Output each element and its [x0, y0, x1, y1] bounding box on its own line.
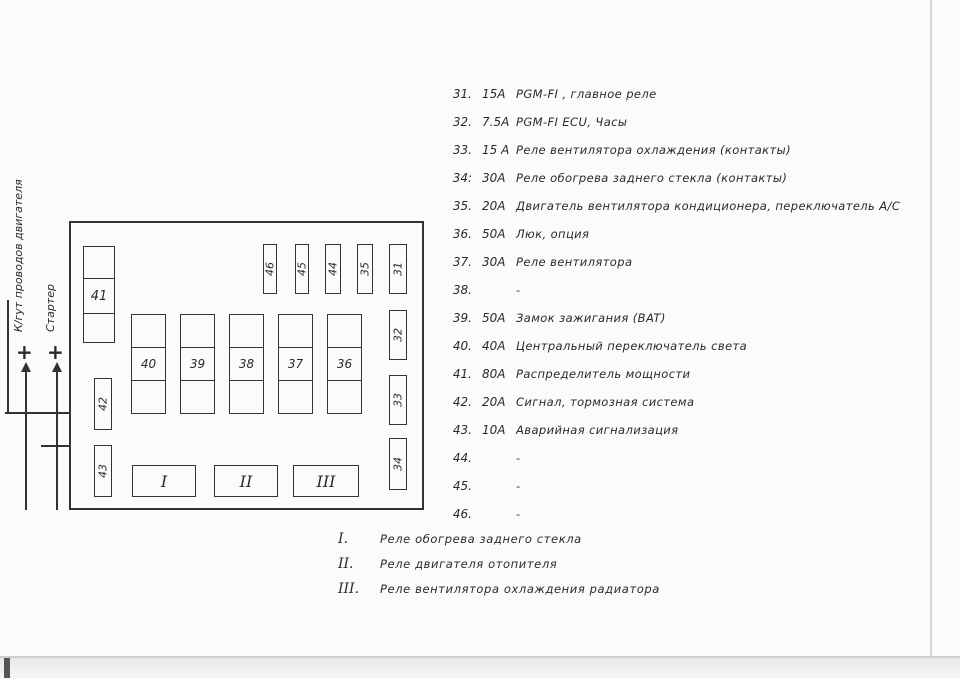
wire-harness: [5, 412, 69, 414]
relay-label: II: [239, 471, 253, 491]
paper-edge-bottom: [0, 656, 960, 658]
arrow-shaft-2: [56, 370, 58, 510]
fuse-32: 32: [389, 310, 407, 360]
engine-harness-label: К/гут проводов двигателя: [12, 179, 25, 332]
fuse-label: 45: [295, 262, 309, 276]
scan-marker: [4, 658, 10, 678]
fuse-37: 37: [278, 314, 313, 414]
relay-2: II: [214, 465, 278, 497]
fuse-label: 35: [358, 262, 372, 276]
fuse-39: 39: [180, 314, 215, 414]
fuse-label: 37: [279, 347, 312, 381]
arrow-shaft-1: [25, 370, 27, 510]
wire-starter: [41, 445, 69, 447]
fuse-46: 46: [263, 244, 277, 294]
fuse-41: 41: [83, 246, 115, 343]
fuse-label: 31: [391, 262, 405, 276]
wire-vertical: [7, 300, 9, 412]
fuse-label: 34: [391, 457, 405, 471]
fuse-label: 32: [391, 328, 405, 342]
relay-label: III: [316, 471, 336, 491]
relay-3: III: [293, 465, 359, 497]
list-item: 46.-: [452, 507, 521, 521]
plus-icon: +: [16, 340, 33, 364]
paper-edge-right: [930, 0, 932, 679]
list-item: 44.-: [452, 451, 521, 465]
fuse-34: 34: [389, 438, 407, 490]
fuse-45: 45: [295, 244, 309, 294]
fuse-label: 38: [230, 347, 263, 381]
legend-item: I.Реле обогрева заднего стекла: [338, 531, 582, 547]
fuse-35: 35: [357, 244, 373, 294]
arrow-up-icon: [21, 362, 31, 372]
fuse-33: 33: [389, 375, 407, 425]
fuse-label: 44: [326, 262, 340, 276]
fuse-box: 41 40 39 38 37 36 46 45 44 35 31 32 33 3…: [69, 221, 424, 510]
relay-1: I: [132, 465, 196, 497]
legend-item: II.Реле двигателя отопителя: [338, 556, 558, 572]
fuse-40: 40: [131, 314, 166, 414]
fuse-31: 31: [389, 244, 407, 294]
arrow-up-icon: [52, 362, 62, 372]
relay-label: I: [160, 471, 168, 491]
scan-shadow: [0, 658, 960, 679]
fuse-label: 39: [181, 347, 214, 381]
list-item: 45.-: [452, 479, 521, 493]
fuse-label: 41: [84, 278, 114, 314]
fuse-38: 38: [229, 314, 264, 414]
fuse-label: 46: [263, 262, 277, 276]
fuse-44: 44: [325, 244, 341, 294]
starter-label: Стартер: [44, 284, 57, 332]
fuse-42: 42: [94, 378, 112, 430]
fuse-label: 33: [391, 393, 405, 407]
fuse-43: 43: [94, 445, 112, 497]
plus-icon: +: [47, 340, 64, 364]
fuse-label: 42: [96, 397, 110, 411]
fuse-label: 40: [132, 347, 165, 381]
list-item: 38.-: [452, 283, 521, 297]
fuse-label: 36: [328, 347, 361, 381]
fuse-36: 36: [327, 314, 362, 414]
fuse-label: 43: [96, 464, 110, 478]
legend-item: III.Реле вентилятора охлаждения радиатор…: [338, 581, 660, 597]
